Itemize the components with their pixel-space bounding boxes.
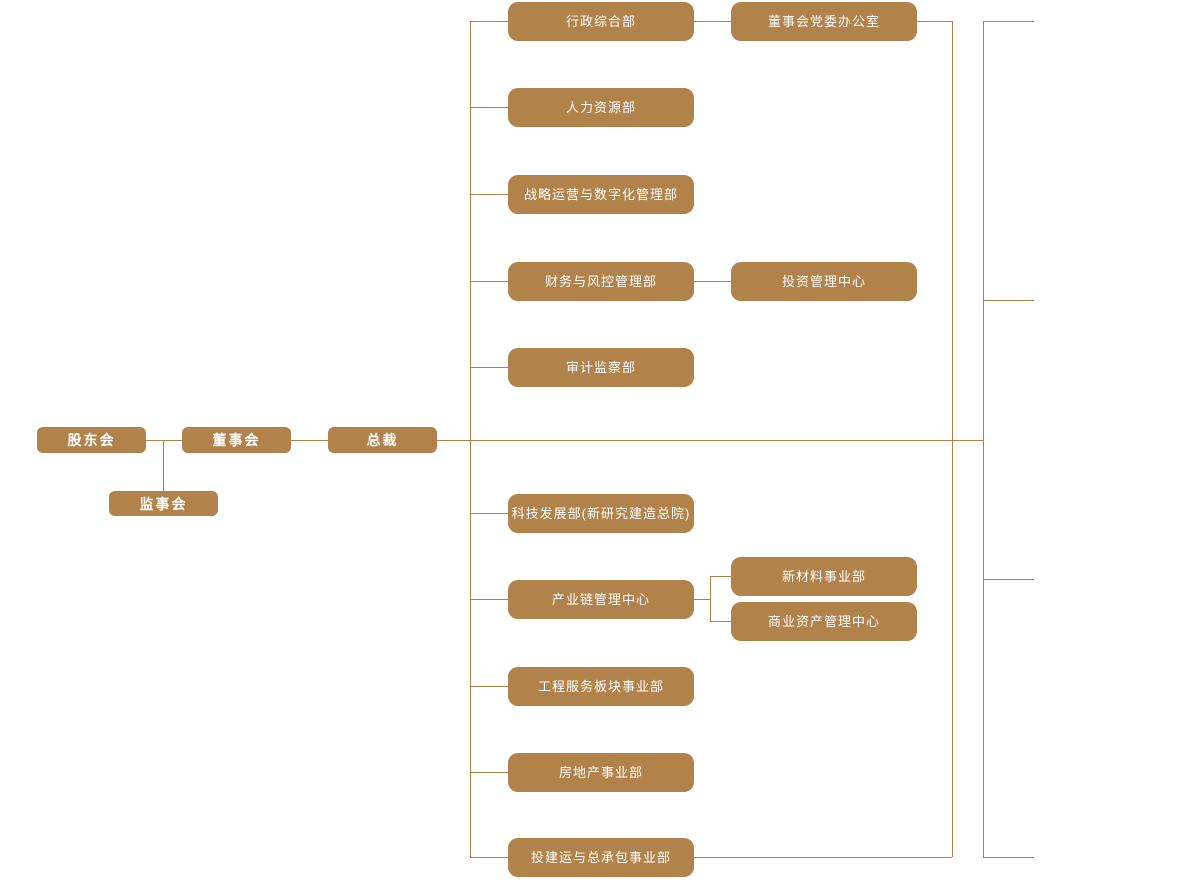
org-node-board-party-committee-office: 董事会党委办公室 <box>731 2 917 41</box>
connector-line <box>470 194 508 195</box>
connector-line <box>917 21 952 22</box>
org-node-investment-management-center: 投资管理中心 <box>731 262 917 301</box>
org-node-admin-general-dept: 行政综合部 <box>508 2 694 41</box>
connector-line <box>470 513 508 514</box>
connector-line <box>470 686 508 687</box>
connector-line <box>470 21 508 22</box>
org-node-commercial-assets-center: 商业资产管理中心 <box>731 602 917 641</box>
connector-line <box>710 576 731 577</box>
org-node-real-estate-bu: 房地产事业部 <box>508 753 694 792</box>
org-node-hr-dept: 人力资源部 <box>508 88 694 127</box>
connector-line <box>694 21 731 22</box>
org-node-supervisory-board: 监事会 <box>109 491 218 516</box>
connector-line <box>291 440 328 441</box>
org-node-board-of-directors: 董事会 <box>182 427 291 453</box>
connector-line <box>470 21 471 857</box>
connector-line <box>983 579 1034 580</box>
connector-line <box>983 21 984 857</box>
connector-line <box>470 772 508 773</box>
org-node-investment-construction-epc-bu: 投建运与总承包事业部 <box>508 838 694 877</box>
connector-line <box>952 21 953 857</box>
org-node-president: 总裁 <box>328 427 437 453</box>
connector-line <box>470 281 508 282</box>
connector-line <box>470 107 508 108</box>
org-node-audit-supervision-dept: 审计监察部 <box>508 348 694 387</box>
connector-line <box>694 281 731 282</box>
org-node-industry-chain-center: 产业链管理中心 <box>508 580 694 619</box>
org-node-finance-risk-dept: 财务与风控管理部 <box>508 262 694 301</box>
connector-line <box>163 440 164 491</box>
connector-line <box>146 440 182 441</box>
connector-line <box>710 621 731 622</box>
connector-line <box>694 599 710 600</box>
connector-line <box>710 576 711 621</box>
connector-line <box>470 367 508 368</box>
connector-line <box>694 857 952 858</box>
org-node-engineering-services-bu: 工程服务板块事业部 <box>508 667 694 706</box>
connector-line <box>983 857 1034 858</box>
connector-line <box>470 857 508 858</box>
org-node-new-materials-bu: 新材料事业部 <box>731 557 917 596</box>
org-node-tech-development-dept: 科技发展部(新研究建造总院) <box>508 494 694 533</box>
connector-line <box>983 21 1034 22</box>
org-node-strategy-ops-digital-dept: 战略运营与数字化管理部 <box>508 175 694 214</box>
org-node-shareholders-meeting: 股东会 <box>37 427 146 453</box>
connector-line <box>983 300 1034 301</box>
connector-line <box>470 599 508 600</box>
connector-line <box>437 440 983 441</box>
